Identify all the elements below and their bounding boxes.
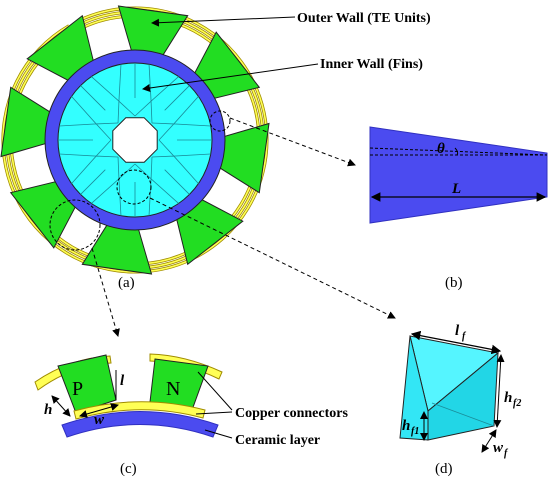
fin-lines [58,63,212,217]
fin-8 [91,64,136,124]
center-octagon-hole [112,117,158,163]
zoom-arrow-d [149,197,396,319]
label-hf2: h [504,390,512,406]
zoom-circle-d [116,169,152,205]
zoom-arrow-c [91,247,120,337]
panel-label-a: (a) [118,275,135,291]
dimension-wf [481,429,497,453]
label-n-type: N [166,378,180,400]
label-w: w [94,412,105,428]
dimension-lf [410,330,502,355]
fin-edge-line [431,402,495,427]
panel-b-wall-section: θ L [369,126,548,224]
label-length: L [451,181,461,197]
fin-7 [59,96,119,141]
fin-spoke-5 [80,169,106,195]
fin-spoke-1 [164,85,190,111]
panel-c-te-detail: P N h w l [34,353,233,439]
zoom-circle-c [49,199,101,251]
leader-ceramic [204,429,233,439]
label-outer-wall: Outer Wall (TE Units) [297,11,431,26]
leader-inner-wall [142,63,319,92]
dimension-w [79,403,119,418]
label-lf-sub: f [462,331,467,342]
label-hf1: h [402,418,410,434]
wall-taper-shape [369,126,548,224]
fin-4 [134,156,179,216]
zoom-arrow-b [229,117,356,167]
dimension-h [51,395,71,417]
label-inner-wall: Inner Wall (Fins) [320,57,423,72]
theta-slope [369,147,548,156]
panel-label-d: (d) [435,461,453,477]
panel-label-b: (b) [445,275,463,291]
label-wf: w [493,440,504,456]
label-wf-sub: f [504,448,509,459]
fin-spoke-3 [164,169,190,195]
label-copper-connectors: Copper connectors [235,406,348,421]
panel-label-c: (c) [120,461,137,477]
fin-spoke-7 [80,85,106,111]
label-h: h [44,402,52,418]
label-p-type: P [72,378,83,400]
label-hf2-sub: f2 [513,398,521,409]
panel-d-fin-detail: l f h f2 h f1 w f [399,323,521,459]
dimension-hf2 [493,354,505,428]
fin-2 [151,96,211,141]
label-lf: l [455,323,460,339]
fin-6 [59,139,119,184]
zoom-circle-b [209,110,231,132]
label-hf1-sub: f1 [411,426,419,437]
panel-a-assembly [0,5,270,275]
leader-copper-bottom [195,411,233,415]
te-unit-group [0,5,270,275]
leader-outer-wall [151,16,296,27]
label-l: l [120,373,125,389]
theta-arc [454,147,459,156]
leader-copper-top [197,371,233,411]
label-theta: θ [437,141,445,157]
fin-3 [151,139,211,184]
label-ceramic-layer: Ceramic layer [235,433,320,448]
